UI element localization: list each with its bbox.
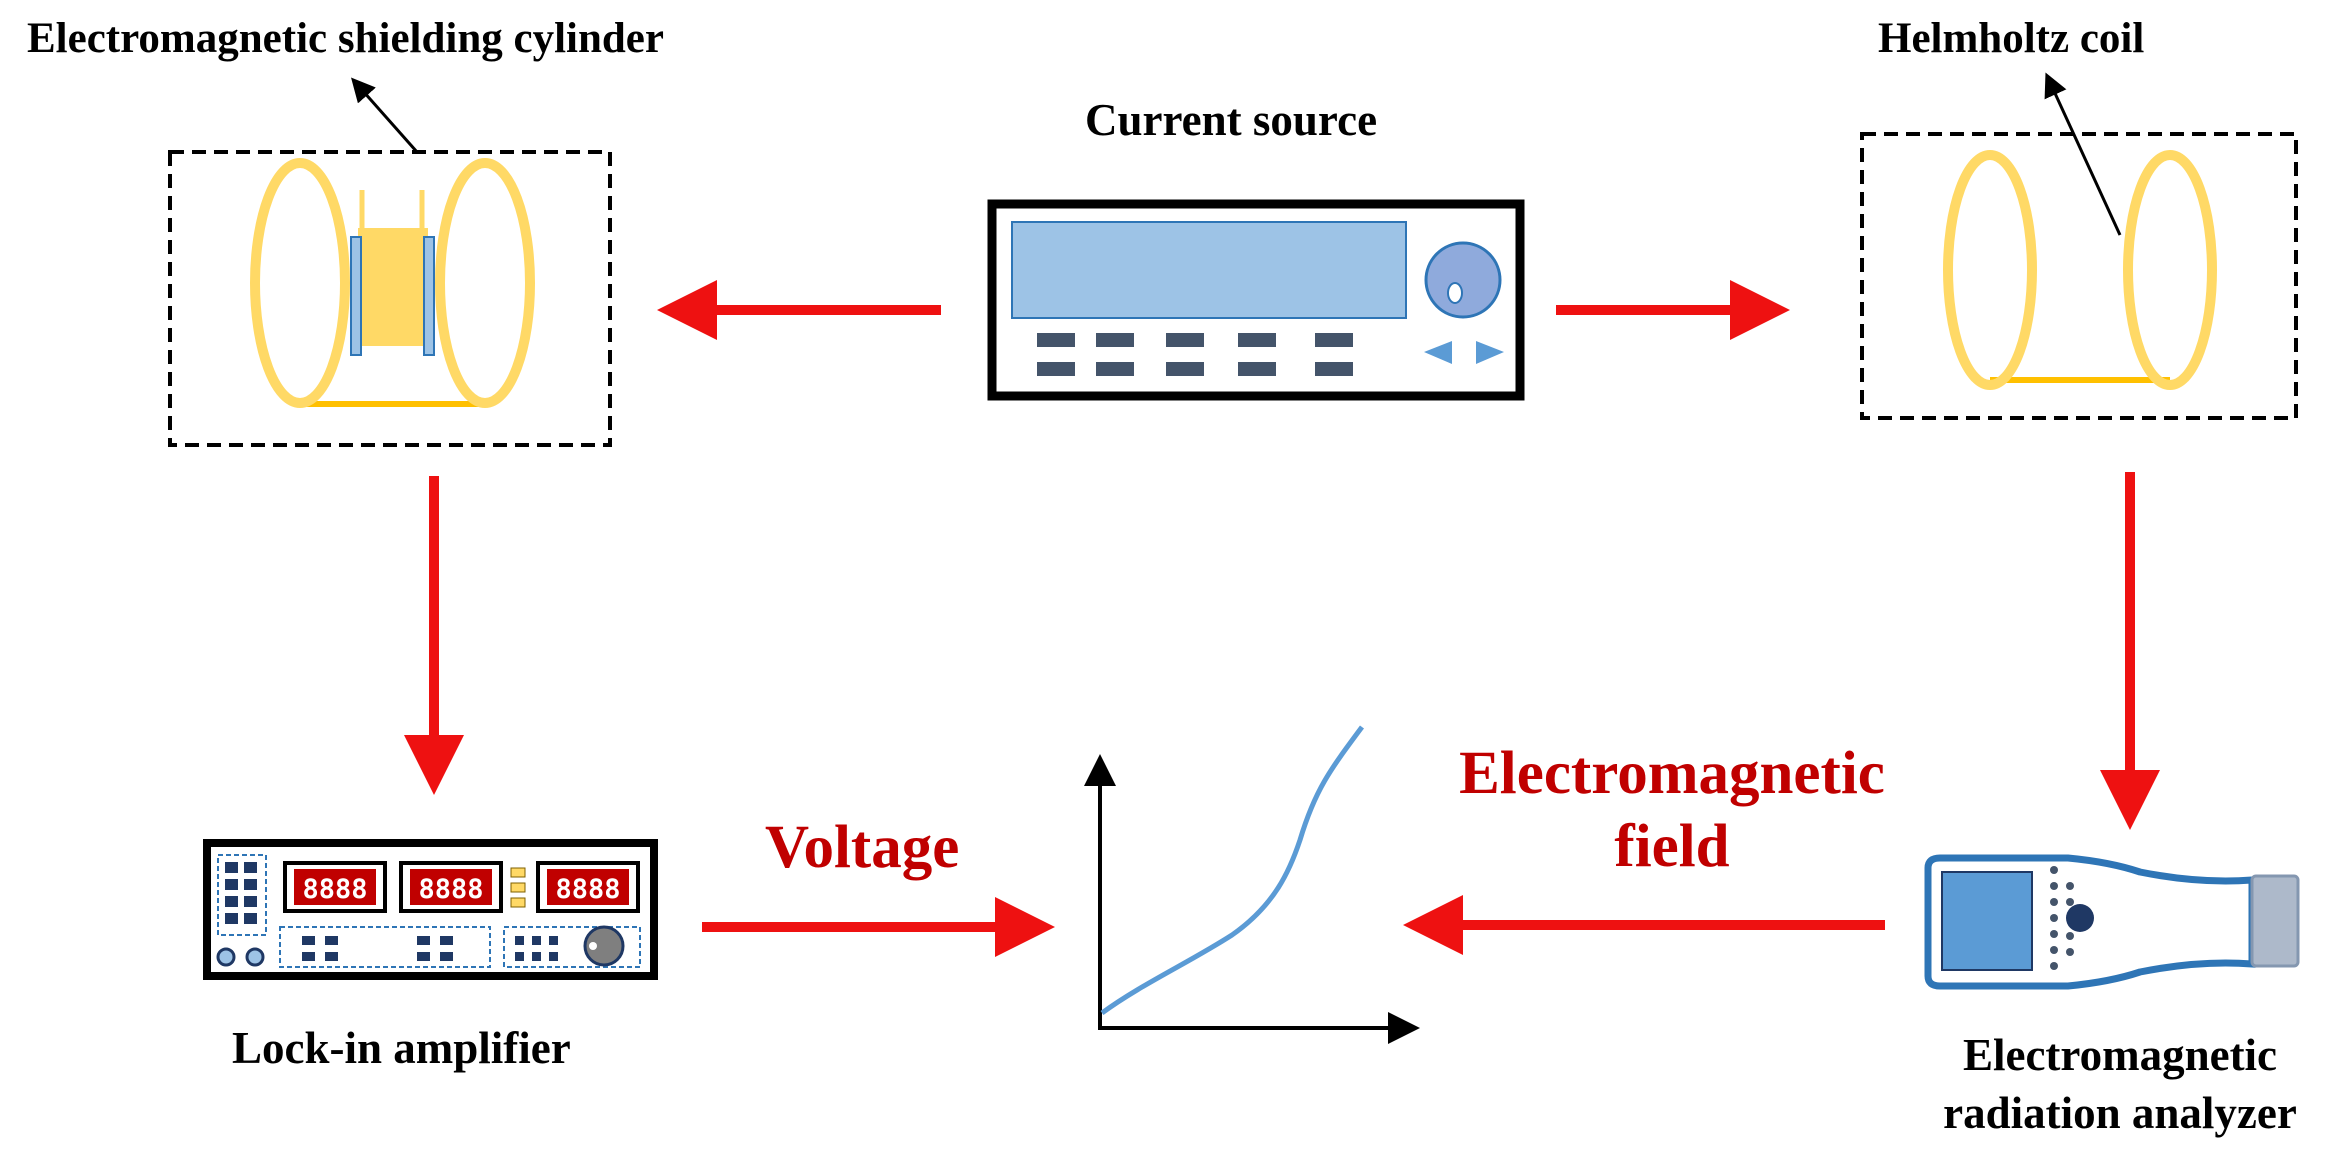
lock-in-display-2-text: 8888 [418,874,483,905]
current-source-device [987,199,1525,401]
plot-curve [1100,725,1365,1016]
left-triangle-icon [1424,341,1452,364]
right-triangle-icon [1476,341,1504,364]
voltage-label: Voltage [765,814,960,881]
shielding-dashed-box [168,150,612,447]
current-source-label: Current source [1085,95,1378,145]
lock-in-display-3-text: 8888 [555,874,620,905]
lock-in-knob [583,925,625,967]
radiation-analyzer-device [1924,854,2300,990]
analyzer-screen [1941,871,2033,971]
analyzer-knob [2066,904,2094,932]
lock-in-amplifier-label: Lock-in amplifier [232,1023,571,1073]
flow-arrows [404,280,2160,957]
lock-in-amplifier-device [203,839,658,980]
radiation-analyzer-label: Electromagnetic radiation analyzer [1943,1030,2297,1138]
current-source-screen [1011,221,1407,319]
helmholtz-coil-setup [1860,72,2298,420]
helmholtz-pointer-arrow [2044,72,2122,236]
electromagnetic-field-label: Electromagnetic field [1459,740,1885,881]
helmholtz-coil-label: Helmholtz coil [1878,15,2145,62]
lock-in-display-1-text: 8888 [302,874,367,905]
shielding-cylinder-label: Electromagnetic shielding cylinder [27,15,664,62]
shielding-cylinder-setup [168,77,612,447]
helmholtz-coil-icon [1943,150,2217,390]
shielding-pointer-arrow [351,77,419,153]
current-source-knob [1424,241,1502,319]
helmholtz-dashed-box [1860,132,2298,420]
analyzer-antenna-cap [2250,874,2300,968]
shielding-coil-icon [250,158,535,408]
current-source-buttons [1037,333,1353,376]
result-plot-icon [1084,725,1420,1044]
